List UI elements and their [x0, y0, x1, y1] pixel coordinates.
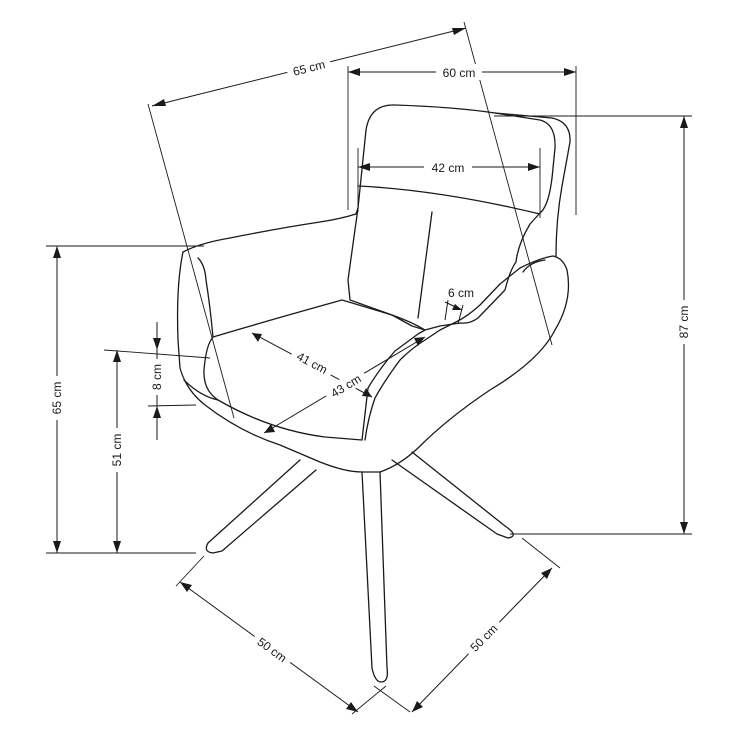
chair-shell [176, 251, 570, 473]
label-overall-width: 60 cm [443, 66, 476, 80]
label-diagonal-width: 65 cm [291, 57, 326, 78]
chair [176, 104, 571, 683]
right-arm-inner [522, 259, 546, 273]
leg-front [361, 471, 389, 683]
backrest-cushion [347, 104, 556, 331]
label-backrest-gap: 6 cm [448, 286, 474, 300]
arrowheads [53, 28, 688, 712]
seat-cushion [203, 299, 426, 441]
leg-back-left [205, 459, 317, 554]
left-arm-inner [197, 257, 214, 338]
seat-front-edge [183, 379, 219, 401]
label-armrest-height: 65 cm [50, 382, 64, 415]
left-arm-top [182, 207, 359, 253]
backrest-seam-vertical [417, 211, 433, 319]
leg-back-right [391, 451, 514, 539]
label-seat-height: 51 cm [110, 434, 124, 467]
backrest-shell [494, 112, 571, 257]
label-backrest-width: 42 cm [432, 161, 465, 175]
label-cushion-thickness: 8 cm [150, 364, 164, 390]
label-overall-height: 87 cm [677, 306, 691, 339]
backrest-seam-top [357, 185, 541, 215]
labels: 65 cm 60 cm 42 cm 87 cm 65 cm 51 cm 8 cm [48, 53, 691, 669]
